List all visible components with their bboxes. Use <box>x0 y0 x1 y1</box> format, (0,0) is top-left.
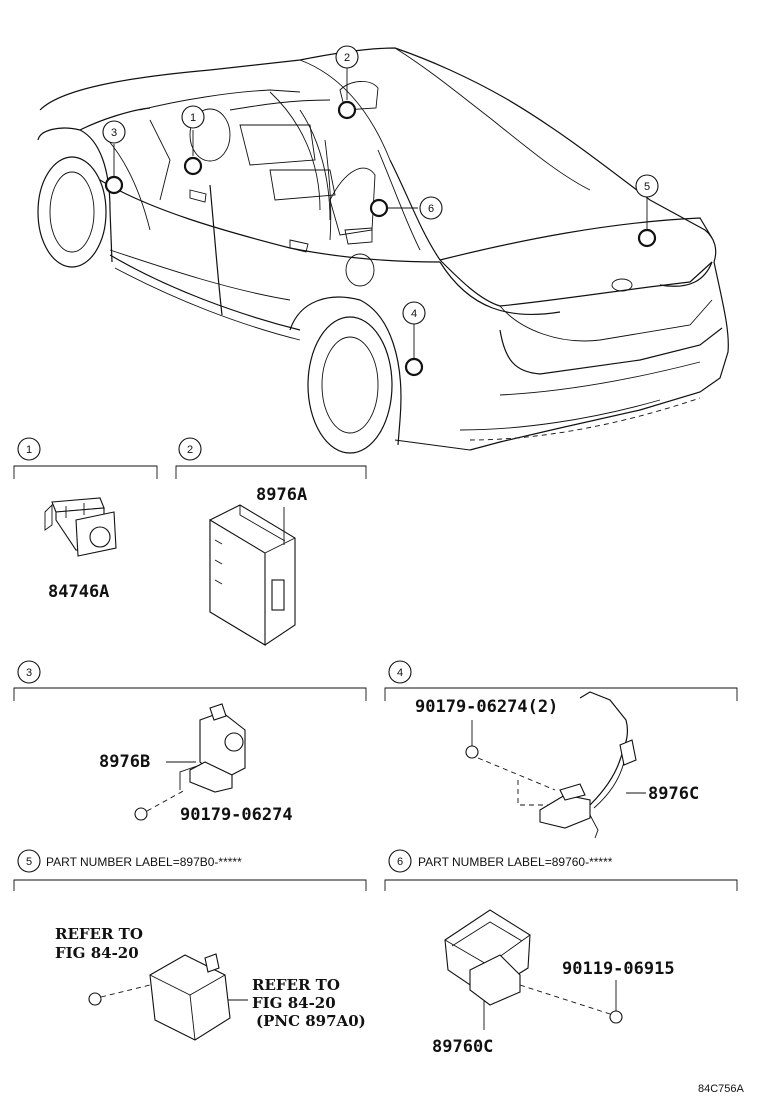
section-5: 5 PART NUMBER LABEL=897B0-***** REFER TO… <box>13 849 367 1041</box>
sensor-part-8976b[interactable] <box>166 703 246 793</box>
callout-4-number: 4 <box>411 308 417 320</box>
section-6-number: 6 <box>397 856 403 868</box>
section-6: 6 PART NUMBER LABEL=89760-***** 90119-06… <box>384 849 738 1057</box>
refer-to-2-pnc: (PNC 897A0) <box>256 1012 366 1030</box>
refer-to-1-line2[interactable]: FIG 84-20 <box>55 944 139 962</box>
module-refer-fig-84-20[interactable] <box>88 953 248 1041</box>
callout-3[interactable]: 3 <box>102 120 126 144</box>
part-number-90119-06915[interactable]: 90119-06915 <box>562 959 675 979</box>
refer-to-2-line2[interactable]: FIG 84-20 <box>252 994 336 1012</box>
section-3: 3 8976B 90179-06274 <box>13 660 367 825</box>
callout-4[interactable]: 4 <box>402 301 426 325</box>
refer-to-2-line1[interactable]: REFER TO <box>252 976 340 994</box>
section-5-label: PART NUMBER LABEL=897B0-***** <box>46 855 242 869</box>
part-number-90179-06274-s3[interactable]: 90179-06274 <box>180 805 293 825</box>
part-number-84746a[interactable]: 84746A <box>48 582 109 602</box>
callout-2[interactable]: 2 <box>335 45 359 69</box>
refer-to-1-line1[interactable]: REFER TO <box>55 925 143 943</box>
section-4-number: 4 <box>397 667 403 679</box>
figure-code: 84C756A <box>698 1083 745 1095</box>
callout-6-number: 6 <box>428 203 434 215</box>
part-number-8976b[interactable]: 8976B <box>99 752 150 772</box>
section-3-number: 3 <box>26 667 32 679</box>
callout-1-number: 1 <box>190 112 196 124</box>
section-2-number: 2 <box>187 444 193 456</box>
location-markers <box>104 100 657 377</box>
section-1-number: 1 <box>26 444 32 456</box>
section-4: 4 90179-06274(2) 8976C <box>384 660 738 839</box>
callout-6[interactable]: 6 <box>419 196 443 220</box>
module-part-89760c[interactable] <box>444 909 623 1030</box>
part-number-8976c[interactable]: 8976C <box>648 784 699 804</box>
callout-leaders <box>113 68 648 358</box>
vehicle-illustration <box>37 47 729 454</box>
bolt-90179-06274-s3[interactable] <box>134 789 186 821</box>
section-1: 1 84746A <box>13 437 158 602</box>
callout-5-number: 5 <box>644 181 650 193</box>
section-2: 2 8976A <box>175 437 367 646</box>
part-number-89760c[interactable]: 89760C <box>432 1037 493 1057</box>
callout-5[interactable]: 5 <box>635 174 659 198</box>
nut-90179-06274-s4[interactable] <box>465 720 556 806</box>
callout-2-number: 2 <box>344 52 350 64</box>
sensor-part-8976c[interactable] <box>539 691 646 839</box>
section-6-label: PART NUMBER LABEL=89760-***** <box>418 855 613 869</box>
part-number-8976a[interactable]: 8976A <box>256 485 307 505</box>
callout-1[interactable]: 1 <box>181 105 205 129</box>
ecu-part-8976a[interactable] <box>209 504 296 646</box>
part-number-90179-06274-2[interactable]: 90179-06274(2) <box>415 697 558 717</box>
callout-3-number: 3 <box>111 127 117 139</box>
switch-part-84746a[interactable] <box>44 497 117 557</box>
section-5-number: 5 <box>26 856 32 868</box>
